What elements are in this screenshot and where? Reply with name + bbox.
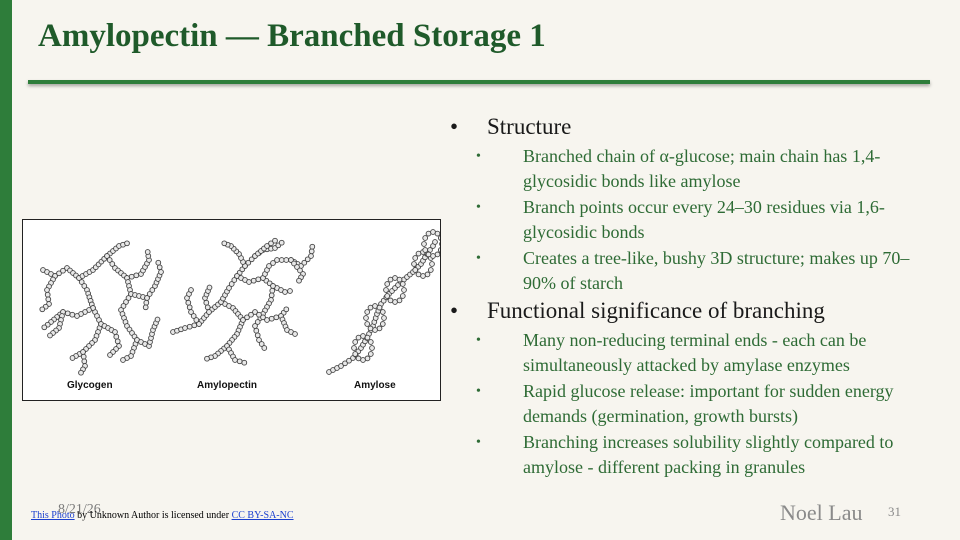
caption-amylopectin: Amylopectin [197,380,258,391]
bullet-item: •Creates a tree-like, bushy 3D structure… [476,248,910,293]
bullet-dot: • [476,149,481,164]
title-divider [28,80,930,84]
bullet-item: •Branching increases solubility slightly… [476,432,894,477]
slide-author: Noel Lau [780,500,863,525]
bullet-item: •Branched chain of α-glucose; main chain… [476,146,881,191]
bullet-dot: • [476,384,481,399]
bullet-content: •Structure •Branched chain of α-glucose;… [450,113,930,481]
slide-date: 8/21/26 [58,502,101,517]
bullet-item: •Many non-reducing terminal ends - each … [476,330,867,375]
photo-link[interactable]: This Photo [31,510,75,521]
page-number: 31 [888,504,901,519]
bullet-item: •Branch points occur every 24–30 residue… [476,197,885,242]
caption-glycogen: Glycogen [67,380,113,391]
credit-text: by Unknown Author is licensed under [74,510,232,521]
photo-credit: This Photo by Unknown Author is licensed… [31,510,294,521]
bullet-item: •Rapid glucose release: important for su… [476,381,894,426]
caption-amylose: Amylose [354,380,396,391]
bullet-dot: • [476,251,481,266]
polysaccharide-figure[interactable]: Glycogen Amylopectin Amylose [22,219,441,401]
bullet-dot: • [476,200,481,215]
slide-title: Amylopectin — Branched Storage 1 [38,18,546,54]
bullet-heading: •Structure [450,114,572,139]
bullet-dot: • [476,333,481,348]
polysaccharide-illustration [39,229,440,376]
bullet-dot: • [450,298,459,323]
license-link[interactable]: CC BY-SA-NC [231,510,294,521]
left-accent-bar [0,0,12,540]
bullet-dot: • [476,435,481,450]
bullet-heading: •Functional significance of branching [450,298,825,323]
bullet-dot: • [450,114,459,139]
